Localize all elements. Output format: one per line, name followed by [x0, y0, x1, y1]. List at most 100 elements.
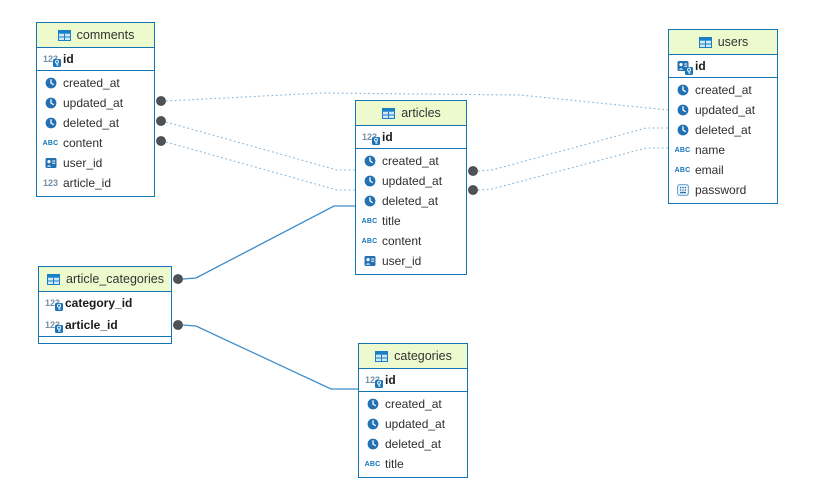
- table-title: categories: [394, 349, 452, 363]
- column-name: updated_at: [63, 96, 124, 110]
- column-name: id: [385, 373, 396, 387]
- column-row-user_id[interactable]: user_id: [37, 153, 154, 173]
- clock-icon: [362, 175, 377, 187]
- relationship-endpoint-dot: [468, 166, 478, 176]
- table-header-articles[interactable]: articles: [356, 101, 466, 126]
- relationship-line-article_categories-categories[interactable]: [182, 324, 358, 390]
- column-name: password: [695, 183, 747, 197]
- clock-icon: [675, 124, 690, 136]
- clock-icon: [365, 398, 380, 410]
- column-row-created_at[interactable]: created_at: [37, 73, 154, 93]
- column-row-created_at[interactable]: created_at: [356, 151, 466, 171]
- text-icon: ABC: [42, 139, 59, 147]
- table-header-comments[interactable]: comments: [37, 23, 154, 48]
- clock-icon: [365, 438, 380, 450]
- clock-icon: [43, 117, 58, 129]
- relationship-line-comments-articles[interactable]: [165, 121, 355, 171]
- column-row-password[interactable]: password: [669, 180, 777, 200]
- column-row-deleted_at[interactable]: deleted_at: [669, 120, 777, 140]
- table-header-article_categories[interactable]: article_categories: [39, 267, 171, 292]
- column-name: article_id: [65, 318, 118, 332]
- relationship-endpoint-dot: [173, 274, 183, 284]
- relationship-endpoint-dot: [156, 136, 166, 146]
- password-icon: [675, 184, 690, 196]
- table-header-users[interactable]: users: [669, 30, 777, 55]
- column-row-deleted_at[interactable]: deleted_at: [356, 191, 466, 211]
- column-name: email: [695, 163, 724, 177]
- column-name: name: [695, 143, 726, 157]
- relationship-endpoint-dot: [173, 320, 183, 330]
- column-name: deleted_at: [382, 194, 439, 208]
- clock-icon: [362, 155, 377, 167]
- user-ref-icon: [362, 255, 377, 267]
- clock-icon: [365, 418, 380, 430]
- relationship-endpoint-dot: [468, 185, 478, 195]
- column-row-created_at[interactable]: created_at: [359, 394, 467, 414]
- integer-key-icon: 123: [43, 54, 61, 67]
- column-name: category_id: [65, 296, 133, 310]
- column-name: created_at: [63, 76, 120, 90]
- column-name: title: [385, 457, 404, 471]
- clock-icon: [675, 84, 690, 96]
- column-row-deleted_at[interactable]: deleted_at: [37, 113, 154, 133]
- table-header-categories[interactable]: categories: [359, 344, 467, 369]
- text-icon: ABC: [674, 146, 691, 154]
- table-title: articles: [401, 106, 441, 120]
- column-row-updated_at[interactable]: updated_at: [356, 171, 466, 191]
- relationship-line-articles-users[interactable]: [477, 147, 668, 191]
- user-key-icon: [675, 60, 693, 75]
- column-row-user_id[interactable]: user_id: [356, 251, 466, 271]
- relationship-line-comments-users[interactable]: [165, 92, 669, 111]
- table-icon: [381, 107, 396, 119]
- column-row-name[interactable]: ABC name: [669, 140, 777, 160]
- column-name: deleted_at: [63, 116, 120, 130]
- column-row-updated_at[interactable]: updated_at: [359, 414, 467, 434]
- relationship-line-articles-users[interactable]: [477, 127, 668, 172]
- column-name: created_at: [382, 154, 439, 168]
- column-row-updated_at[interactable]: updated_at: [669, 100, 777, 120]
- table-footer-gap: [39, 337, 171, 343]
- column-name: article_id: [63, 176, 112, 190]
- relationship-endpoint-dot: [156, 96, 166, 106]
- column-name: id: [695, 59, 706, 73]
- column-name: title: [382, 214, 401, 228]
- column-name: updated_at: [385, 417, 446, 431]
- column-row-article_id[interactable]: 123 article_id: [37, 173, 154, 193]
- column-row-created_at[interactable]: created_at: [669, 80, 777, 100]
- column-row-title[interactable]: ABC title: [356, 211, 466, 231]
- text-icon: ABC: [361, 217, 378, 225]
- table-icon: [698, 36, 713, 48]
- clock-icon: [362, 195, 377, 207]
- column-row-updated_at[interactable]: updated_at: [37, 93, 154, 113]
- column-name: user_id: [382, 254, 422, 268]
- relationship-line-article_categories-articles[interactable]: [182, 205, 355, 280]
- integer-icon: 123: [42, 177, 59, 188]
- relationship-line-comments-articles[interactable]: [165, 141, 355, 191]
- column-name: user_id: [63, 156, 103, 170]
- primary-key-section: id: [669, 55, 777, 78]
- column-row-deleted_at[interactable]: deleted_at: [359, 434, 467, 454]
- column-row-id[interactable]: id: [669, 55, 777, 77]
- column-name: updated_at: [695, 103, 756, 117]
